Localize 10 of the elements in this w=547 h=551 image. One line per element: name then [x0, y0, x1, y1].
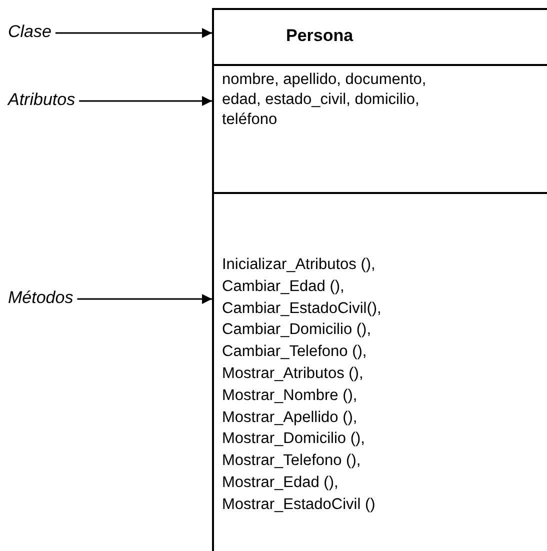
- attribute-list: nombre, apellido, documento, edad, estado_civil, domicilio, teléfono: [222, 70, 444, 130]
- arrow: [77, 294, 212, 304]
- class-compartment: [212, 8, 547, 66]
- annotation-label: Métodos: [8, 288, 74, 308]
- method-list: Inicializar_Atributos (), Cambiar_Edad (), Cambiar_EstadoCivil(), Cambiar_Domicilio (), Cambiar_Telefono (), Mostrar_Atributos (), Mostrar_Nombre (), Mostrar_Apellido (), Mostrar_Domicilio (), Mostrar_Telefono (), Mostrar_Edad (), Mostrar_EstadoCivil (): [222, 254, 482, 516]
- arrow: [55, 28, 212, 38]
- arrow: [79, 96, 212, 106]
- annotation-label: Clase: [8, 22, 52, 42]
- annotation-label: Atributos: [8, 90, 76, 110]
- class-name: Persona: [286, 26, 354, 46]
